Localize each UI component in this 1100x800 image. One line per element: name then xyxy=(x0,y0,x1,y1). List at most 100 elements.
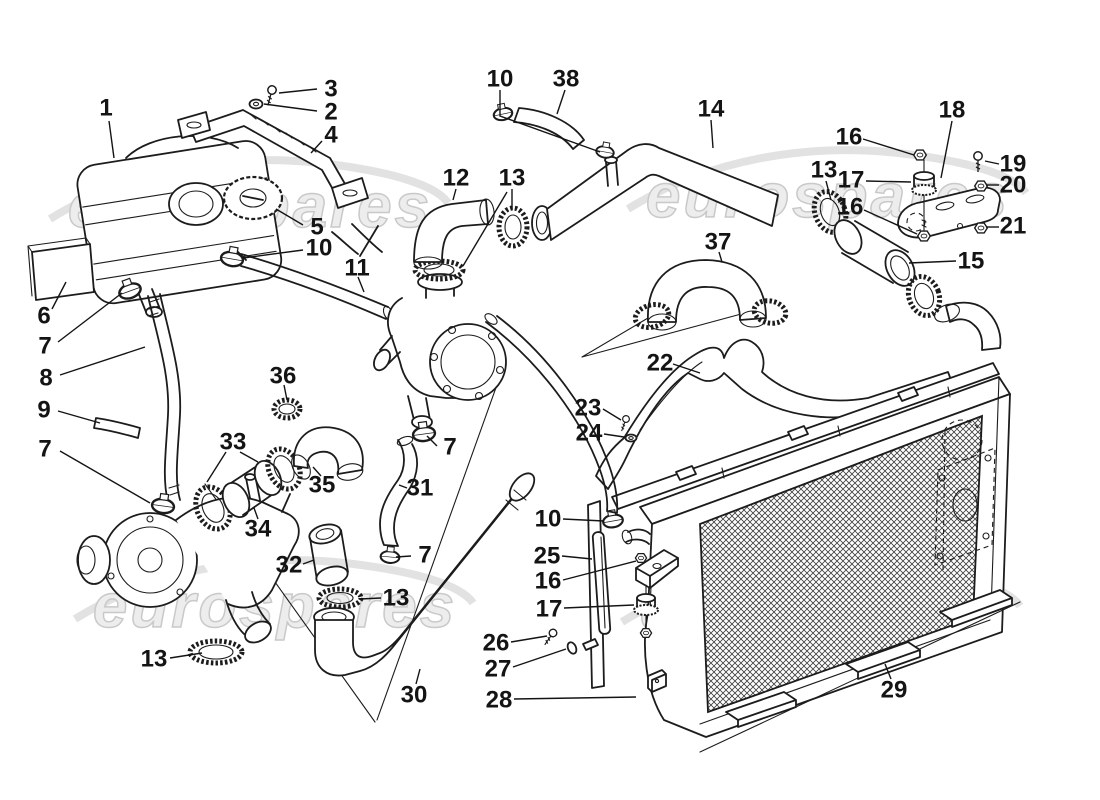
callout-label-13: 13 xyxy=(383,585,410,612)
callout-label-23: 23 xyxy=(575,395,602,422)
callout-leader-6 xyxy=(51,281,67,310)
callout-leader-24 xyxy=(603,433,625,438)
callout-label-28: 28 xyxy=(486,687,513,714)
callout-leader-10 xyxy=(562,518,605,522)
part-clamp-ring-13c xyxy=(316,586,364,610)
part-hose-9 xyxy=(93,417,141,439)
callout-leader-7 xyxy=(426,435,438,447)
pipe-14-end-ring-inner xyxy=(535,211,549,235)
part-coupling-group-33 xyxy=(193,397,364,532)
part-seal-strip-25 xyxy=(591,531,612,635)
callout-leader-15 xyxy=(908,260,957,264)
callout-leader-4 xyxy=(310,140,323,154)
part-mounting-pad xyxy=(27,237,95,301)
callout-label-16: 16 xyxy=(837,194,864,221)
callout-label-15: 15 xyxy=(958,248,985,275)
part-elbow-hose-37 xyxy=(632,259,789,331)
clamp-icon-7b xyxy=(149,491,177,516)
callout-label-2: 2 xyxy=(324,99,337,126)
callout-leader-19 xyxy=(984,160,1000,165)
part-clamp-ring-13d xyxy=(187,638,245,666)
callout-leader-3 xyxy=(278,88,318,94)
callout-leader-7 xyxy=(57,292,123,343)
callout-label-1: 1 xyxy=(99,95,112,122)
callout-label-6: 6 xyxy=(37,303,50,330)
callout-leader-13 xyxy=(462,191,508,267)
callout-label-36: 36 xyxy=(270,363,297,390)
callout-label-13: 13 xyxy=(811,157,838,184)
nut-icon-24 xyxy=(624,433,638,443)
callout-leader-10 xyxy=(242,249,304,259)
callout-label-16: 16 xyxy=(836,124,863,151)
callout-leader-2 xyxy=(263,103,318,112)
callout-label-5: 5 xyxy=(310,214,323,241)
callout-leader-38 xyxy=(556,89,566,115)
callout-label-7: 7 xyxy=(38,333,51,360)
callout-leader-22 xyxy=(672,363,701,374)
callout-leader-23 xyxy=(602,408,622,421)
callout-leader-10 xyxy=(499,90,601,153)
callout-leader-13 xyxy=(169,652,203,659)
callout-label-17: 17 xyxy=(536,596,563,623)
part-elbow-hose-12 xyxy=(413,198,495,270)
callout-leader-12 xyxy=(452,188,457,201)
callout-leader-1 xyxy=(108,120,115,159)
callout-leader-14 xyxy=(710,119,714,149)
callout-label-33: 33 xyxy=(220,429,247,456)
callout-label-13: 13 xyxy=(499,165,526,192)
diagram-artwork xyxy=(27,84,1021,753)
callout-label-32: 32 xyxy=(276,552,303,579)
callout-label-19: 19 xyxy=(1000,151,1027,178)
callout-leader-16 xyxy=(862,138,915,156)
clamp-icon-10b xyxy=(490,101,515,123)
part-metal-pipe-14 xyxy=(546,143,779,241)
callout-label-8: 8 xyxy=(39,365,52,392)
part-hose-31 xyxy=(379,435,418,547)
callout-label-3: 3 xyxy=(324,76,337,103)
part-radiator xyxy=(540,301,1021,753)
callout-leader-35 xyxy=(312,466,322,477)
callout-leader-7 xyxy=(395,555,412,558)
clamp-icon-10b2 xyxy=(594,140,617,161)
part-sleeve-32 xyxy=(308,523,349,587)
callout-label-29: 29 xyxy=(881,677,908,704)
callout-leader-5 xyxy=(275,208,304,226)
callout-label-11: 11 xyxy=(344,255,369,282)
callout-label-30: 30 xyxy=(401,682,428,709)
part-thermostat-housing xyxy=(373,258,507,429)
callout-leader-8 xyxy=(59,346,146,376)
callout-label-14: 14 xyxy=(698,96,725,123)
clamp-icon-7d xyxy=(379,545,402,565)
radiator-inlet-elbow xyxy=(945,301,1002,351)
callout-label-10: 10 xyxy=(535,506,562,533)
callout-label-22: 22 xyxy=(647,350,674,377)
callout-leader-16 xyxy=(863,209,918,235)
callout-leader-16 xyxy=(562,560,637,581)
callout-label-34: 34 xyxy=(245,516,272,543)
part-side-carrier-28 xyxy=(582,500,667,693)
part-fan-shroud-22 xyxy=(595,338,954,490)
callout-label-17: 17 xyxy=(838,167,865,194)
callout-label-9: 9 xyxy=(37,397,50,424)
callout-label-24: 24 xyxy=(576,420,603,447)
screw-icon-26 xyxy=(540,627,559,648)
callout-label-10: 10 xyxy=(487,66,514,93)
callout-label-26: 26 xyxy=(483,630,510,657)
part-radiator-mount xyxy=(633,549,679,639)
callout-leader-29 xyxy=(884,663,892,680)
callout-label-13: 13 xyxy=(141,646,168,673)
callout-leader-26 xyxy=(510,635,548,643)
callout-leader-28 xyxy=(513,696,637,700)
callout-label-27: 27 xyxy=(485,656,512,683)
callout-leader-25 xyxy=(561,555,593,560)
part-water-pump xyxy=(76,473,300,644)
callout-leader-7 xyxy=(59,450,151,504)
part-hose-to-radiator xyxy=(484,313,619,514)
part-hose-38 xyxy=(513,107,585,150)
construction-lines xyxy=(204,309,757,723)
callout-leader-11 xyxy=(357,276,365,293)
callout-leader-18 xyxy=(940,120,953,179)
callout-leader-17 xyxy=(563,604,635,609)
